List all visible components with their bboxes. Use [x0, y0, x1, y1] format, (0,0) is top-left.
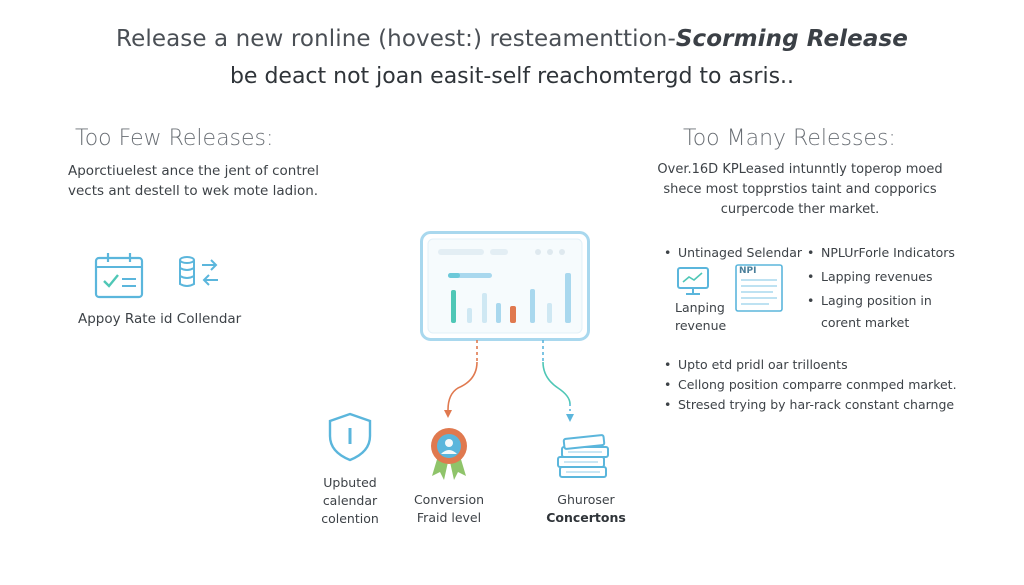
right-description-line: Over.16D KPLeased intunntly toperop moed — [657, 162, 943, 177]
left-description-line: Aporctiuelest ance the jent of contrel — [68, 163, 319, 179]
list-item: Untinaged Selendar — [664, 243, 802, 263]
caption-line: Fraid level — [416, 510, 482, 525]
list-item: Lapping revenues — [807, 267, 955, 287]
left-description: Aporctiuelest ance the jent of contrel v… — [68, 161, 328, 201]
right-col1-caption: Lanping revenue — [675, 299, 726, 335]
award-badge-icon — [431, 428, 467, 480]
page-title: Release a new ronline (hovest:) resteame… — [0, 26, 1024, 52]
dashboard-monitor — [420, 231, 590, 341]
caption-line: revenue — [675, 318, 727, 333]
right-description: Over.16D KPLeased intunntly toperop moed… — [655, 160, 945, 220]
caption-line: calendar — [322, 493, 378, 508]
calendar-check-icon — [94, 253, 144, 299]
center-caption-1: Upbuted calendar colention — [305, 474, 395, 528]
right-description-line: shece most topprstios taint and copporic… — [663, 182, 937, 197]
database-sync-icon — [179, 256, 218, 287]
list-item-continuation: corent market — [821, 315, 910, 330]
right-col1-list: Untinaged Selendar — [664, 243, 802, 263]
document-icon-frame — [735, 264, 783, 312]
right-section-title: Too Many Relesses: — [683, 126, 896, 151]
list-item: NPLUrForle Indicators — [807, 243, 955, 263]
caption-line: colention — [321, 511, 379, 526]
list-item: Stresed trying by har-rack constant char… — [664, 395, 957, 415]
page-subtitle: be deact not joan easit-self reachomterg… — [229, 64, 795, 89]
list-item: Upto etd pridl oar trilloents — [664, 355, 957, 375]
shield-icon — [328, 412, 372, 462]
center-caption-3: Ghuroser Concertons — [539, 491, 633, 527]
right-description-line: curpercode ther market. — [720, 202, 880, 217]
left-icon-caption: Appoy Rate id Collendar — [78, 311, 242, 327]
right-bottom-list: Upto etd pridl oar trilloents Cellong po… — [664, 355, 957, 415]
connector-lines — [444, 340, 574, 422]
list-item: Laging position in — [807, 291, 955, 311]
monitor-icon — [677, 267, 709, 295]
caption-line: Lanping — [675, 300, 725, 315]
page-title-emphasis: Scorming Release — [675, 26, 908, 52]
caption-line: Conversion — [413, 492, 485, 507]
list-item: Cellong position comparre conmped market… — [664, 375, 957, 395]
caption-line-bold: Concertons — [546, 510, 626, 525]
left-description-line: vects ant destell to wek mote ladion. — [68, 183, 319, 199]
caption-line: Upbuted — [323, 475, 377, 490]
stacked-stack-icon — [557, 434, 609, 478]
caption-line: Ghuroser — [557, 492, 615, 507]
document-icon: NPI — [735, 264, 783, 312]
center-caption-2: Conversion Fraid level — [404, 491, 494, 527]
page-title-text: Release a new ronline (hovest:) resteame… — [116, 26, 676, 52]
document-label: NPI — [739, 266, 757, 276]
right-col2-list: NPLUrForle Indicators Lapping revenues L… — [807, 243, 955, 311]
left-section-title: Too Few Releases: — [75, 126, 274, 151]
